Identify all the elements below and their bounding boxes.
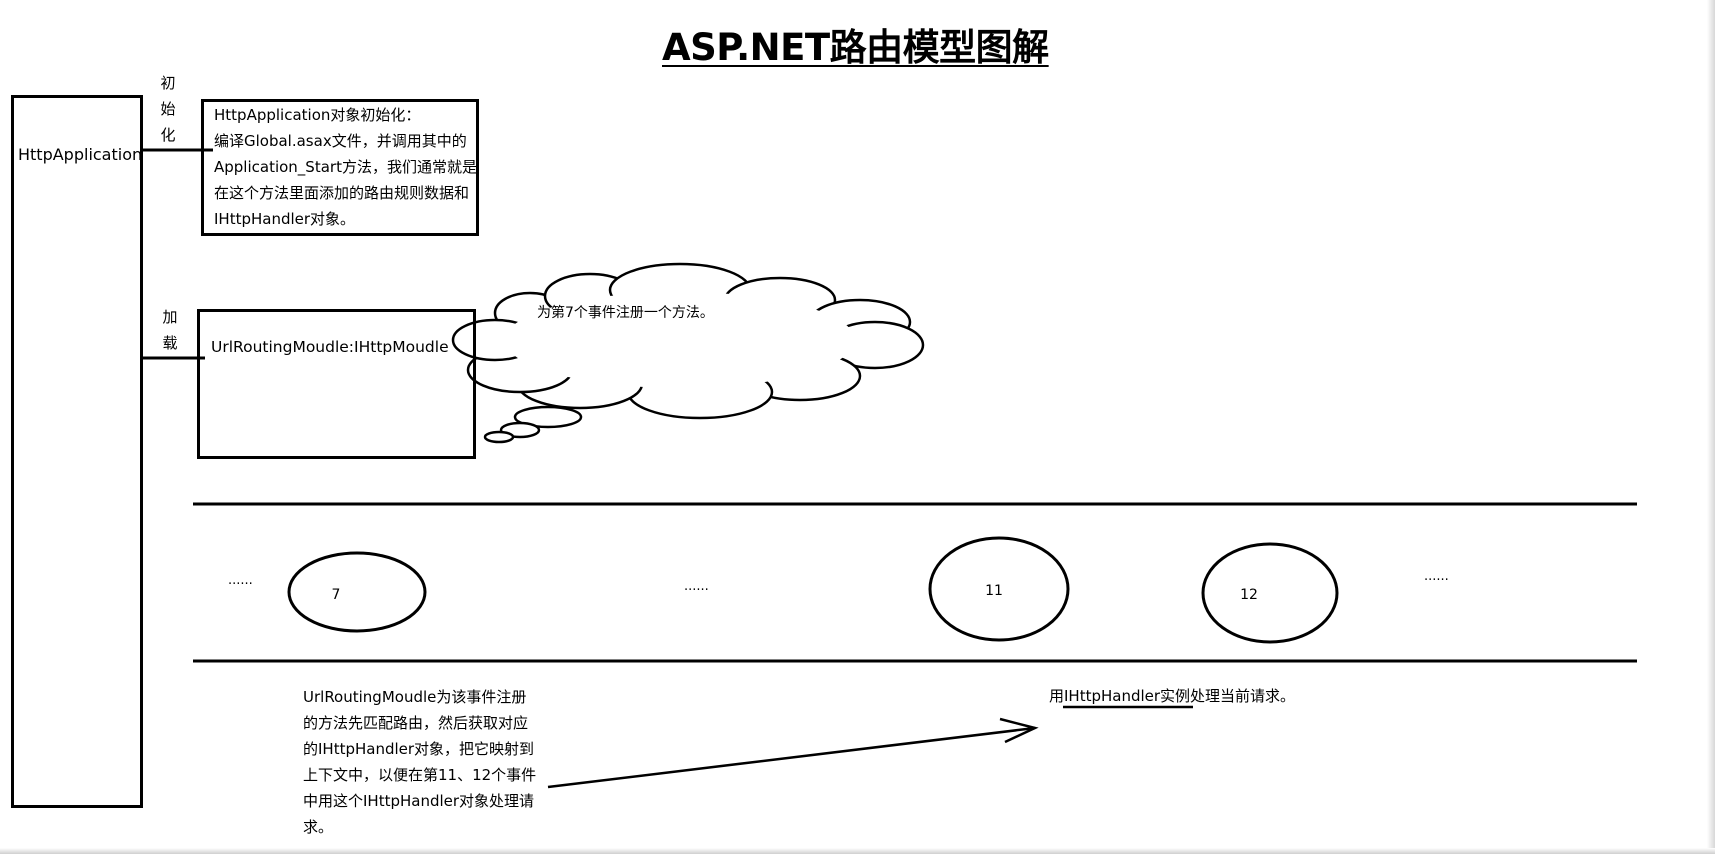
init-description-line-5: IHttpHandler对象。 [214, 210, 356, 228]
event-11-label: 11 [985, 583, 1003, 599]
thought-cloud [451, 262, 925, 444]
routing-module-label: UrlRoutingMoudle:IHttpMoudle [211, 338, 449, 356]
cloud-note-text: 为第7个事件注册一个方法。 [537, 305, 714, 321]
load-label-char-1: 加 [162, 308, 178, 326]
bottom-note-line-4: 上下文中，以便在第11、12个事件 [303, 766, 537, 784]
frame-shadow-right [1707, 0, 1715, 854]
event-11-circle [928, 536, 1070, 642]
bottom-note-line-2: 的方法先匹配路由，然后获取对应 [303, 714, 529, 732]
event-12-label: 12 [1240, 587, 1258, 603]
init-label-char-3: 化 [160, 126, 176, 144]
flow-arrow-line [547, 726, 1036, 789]
event-12-circle [1201, 542, 1339, 644]
init-description-box [201, 99, 479, 236]
event-7-label: 7 [331, 587, 341, 603]
routing-module-box [197, 309, 476, 459]
pipeline-ellipsis-right: ...... [1424, 569, 1449, 584]
init-description-line-4: 在这个方法里面添加的路由规则数据和 [214, 184, 470, 202]
init-description-line-3: Application_Start方法，我们通常就是 [214, 158, 477, 176]
flow-arrow-head [999, 717, 1039, 744]
bottom-note-line-5: 中用这个IHttpHandler对象处理请 [303, 792, 535, 810]
init-label-char-1: 初 [160, 74, 176, 92]
diagram-title: ASP.NET路由模型图解 [662, 26, 1049, 69]
pipeline-ellipsis-middle: ...... [684, 579, 709, 594]
frame-shadow-bottom [0, 848, 1715, 854]
pipeline-ellipsis-left: ...... [228, 573, 253, 588]
bottom-note-line-6: 求。 [303, 818, 334, 836]
http-application-box [11, 95, 143, 808]
init-description-line-2: 编译Global.asax文件，并调用其中的 [214, 132, 467, 150]
init-description-line-1: HttpApplication对象初始化： [214, 106, 421, 124]
http-application-label: HttpApplication [18, 145, 143, 164]
bottom-note-line-1: UrlRoutingMoudle为该事件注册 [303, 688, 527, 706]
bottom-note-right: 用IHttpHandler实例处理当前请求。 [1049, 687, 1296, 705]
init-label-char-2: 始 [160, 100, 176, 118]
bottom-note-line-3: 的IHttpHandler对象，把它映射到 [303, 740, 535, 758]
event-7-circle [287, 551, 427, 633]
load-label-char-2: 载 [162, 334, 178, 352]
